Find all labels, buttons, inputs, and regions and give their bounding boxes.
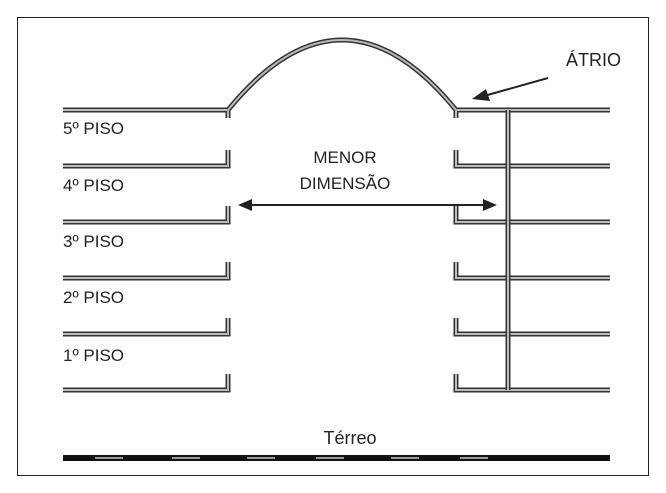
left-floor-slab-fill xyxy=(63,374,229,391)
left-floor-slab xyxy=(63,206,231,225)
right-floor-slab-fill xyxy=(455,206,610,223)
right-floor-slab xyxy=(453,206,610,225)
diagram-frame xyxy=(17,17,649,476)
dimension-label-line1: MENOR xyxy=(313,148,377,167)
left-floor-slab-fill xyxy=(63,206,229,223)
left-floor-slab xyxy=(63,262,231,281)
left-floor-slab xyxy=(63,318,231,337)
ground-dash xyxy=(391,457,419,459)
ground-label: Térreo xyxy=(323,428,377,448)
atrium-pointer-head xyxy=(472,89,490,101)
ground-dash xyxy=(247,457,275,459)
right-floor-slab-fill xyxy=(455,262,610,279)
right-floor-slab-fill xyxy=(455,374,610,391)
atrium-label: ÁTRIO xyxy=(566,50,622,70)
ground-dash xyxy=(95,457,123,459)
ground-dash xyxy=(316,457,344,459)
left-floor-slab xyxy=(63,374,231,393)
floor-label-4: 4º PISO xyxy=(63,176,125,195)
left-floor-slab xyxy=(63,150,231,169)
arrow-head-left xyxy=(238,199,252,211)
right-floor-slab xyxy=(453,262,610,281)
right-floor-slab-fill xyxy=(455,318,610,335)
right-floor-slab xyxy=(453,107,610,118)
left-floor-slab-fill xyxy=(63,318,229,335)
right-floor-slab xyxy=(453,150,610,169)
atrium-pointer-line xyxy=(483,77,549,97)
right-floor-slab xyxy=(453,374,610,393)
floor-label-2: 2º PISO xyxy=(63,288,125,307)
dimension-label-line2: DIMENSÃO xyxy=(299,174,391,193)
left-floor-slab xyxy=(63,107,231,118)
floor-label-3: 3º PISO xyxy=(63,232,125,251)
left-floor-slab-fill xyxy=(63,262,229,279)
arrow-head-right xyxy=(483,199,497,211)
right-floor-slab xyxy=(453,318,610,337)
floor-label-1: 1º PISO xyxy=(63,346,125,365)
ground-dash xyxy=(172,457,200,459)
left-floor-slab-fill xyxy=(63,109,229,118)
left-floor-slab-fill xyxy=(63,150,229,167)
right-floor-slab-fill xyxy=(455,150,610,167)
right-floor-slab-fill xyxy=(455,109,610,118)
ground-dash xyxy=(460,457,488,459)
atrium-dome-fill xyxy=(227,39,457,111)
floor-label-5: 5º PISO xyxy=(63,119,125,138)
